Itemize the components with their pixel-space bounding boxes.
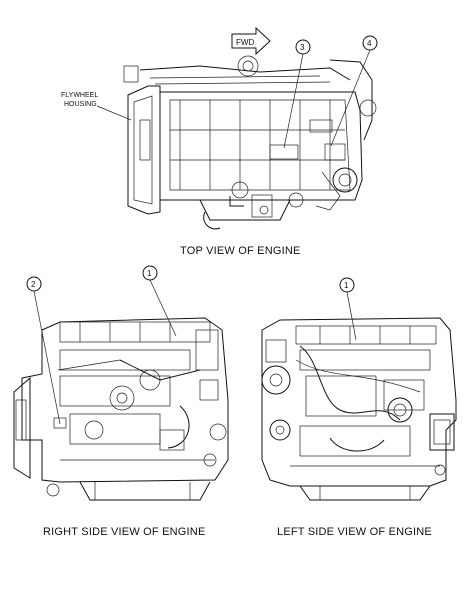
svg-text:2: 2 (31, 280, 36, 289)
callout-3: 3 (283, 39, 311, 149)
fwd-arrow: FWD (231, 26, 271, 56)
left-callout-1: 1 (339, 277, 357, 341)
top-view-engine: FWD FLYWHEEL HOUSING (61, 26, 377, 230)
left-side-view-engine (261, 317, 457, 501)
right-callout-1: 1 (142, 265, 177, 337)
right-callout-2: 2 (26, 276, 61, 425)
flywheel-housing-label-line1: FLYWHEEL (61, 92, 98, 99)
top-view-caption: TOP VIEW OF ENGINE (180, 245, 301, 257)
svg-text:1: 1 (344, 281, 349, 290)
fwd-label: FWD (236, 38, 254, 47)
svg-text:1: 1 (147, 269, 152, 278)
right-side-view-caption: RIGHT SIDE VIEW OF ENGINE (43, 526, 206, 538)
callout-4: 4 (330, 35, 378, 147)
svg-text:4: 4 (367, 39, 372, 48)
right-side-view-engine (13, 317, 229, 501)
svg-text:3: 3 (300, 43, 305, 52)
flywheel-housing-label-line2: HOUSING (64, 101, 97, 108)
left-side-view-caption: LEFT SIDE VIEW OF ENGINE (277, 526, 432, 538)
